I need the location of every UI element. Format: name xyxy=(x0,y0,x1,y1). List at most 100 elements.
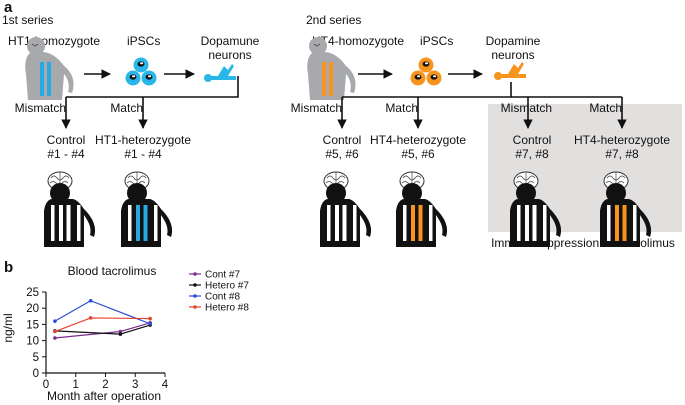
legend-marker xyxy=(193,283,197,287)
stripe xyxy=(403,205,407,241)
connector xyxy=(66,76,239,98)
ipsc-cluster-icon xyxy=(125,57,157,86)
group-ids: #1 - #4 xyxy=(47,147,85,161)
series1-ipsc-label: iPSCs xyxy=(127,34,160,48)
panel-a: a 1st series HT1-homozygote iPSCs Dopamu… xyxy=(2,0,682,250)
series2-neurons-label-1: Dopamine xyxy=(486,34,541,48)
series2-ipsc-label: iPSCs xyxy=(420,34,453,48)
group-name: Control xyxy=(47,133,86,147)
dopamine-neuron-icon xyxy=(494,62,526,80)
graft-stripe xyxy=(143,205,148,241)
group-ids: #7, #8 xyxy=(605,147,639,161)
group-name: Control xyxy=(323,133,362,147)
x-tick-label: 2 xyxy=(102,379,108,391)
group-name: Control xyxy=(513,133,552,147)
legend-label: Hetero #8 xyxy=(205,303,249,314)
legend-marker xyxy=(193,305,197,309)
monkey-icon xyxy=(24,36,75,101)
series2-donor-label: HT4-homozygote xyxy=(312,34,404,48)
x-tick-label: 1 xyxy=(73,379,79,391)
y-tick-label: 10 xyxy=(26,336,39,348)
graft-stripe xyxy=(622,205,627,241)
series1-neurons-label-1: Dopamune xyxy=(201,34,260,48)
stripe xyxy=(77,205,81,241)
series1-title: 1st series xyxy=(2,13,53,27)
graft-stripe xyxy=(525,205,529,241)
panel-a-label: a xyxy=(4,0,13,16)
group-status: Mismatch xyxy=(501,101,552,115)
stripe xyxy=(327,205,331,241)
graft-stripe xyxy=(59,205,63,241)
stripe xyxy=(154,205,158,241)
recipient-monkey xyxy=(121,171,173,247)
group-status: Match xyxy=(110,101,143,115)
graft-stripe xyxy=(342,205,347,241)
monkey-icon xyxy=(306,36,357,101)
data-point xyxy=(53,329,57,334)
group-name: HT1-heterozygote xyxy=(95,133,191,147)
line-chart: 0 1 2 3 4 0 5 10 15 20 25 xyxy=(26,287,169,391)
recipient-monkey xyxy=(510,171,562,247)
group-ids: #5, #6 xyxy=(325,147,359,161)
stripe xyxy=(607,205,611,241)
graft-stripe xyxy=(66,205,71,241)
data-point xyxy=(53,319,57,323)
group-ids: #7, #8 xyxy=(515,147,549,161)
graft-stripe xyxy=(418,205,423,241)
legend-label: Cont #8 xyxy=(205,292,240,303)
y-tick-label: 15 xyxy=(26,319,39,331)
legend-label: Cont #7 xyxy=(205,270,240,281)
x-tick-label: 0 xyxy=(43,379,49,391)
stripe xyxy=(128,205,132,241)
recipient-animals xyxy=(44,171,652,247)
y-tick-label: 20 xyxy=(26,303,39,315)
legend-label: Hetero #7 xyxy=(205,281,249,292)
data-point xyxy=(118,332,123,336)
graft-stripe xyxy=(335,205,339,241)
series1-neurons-label-2: neurons xyxy=(208,48,251,62)
chart-title: Blood tacrolimus xyxy=(68,264,157,278)
group-status: Mismatch xyxy=(15,101,66,115)
group-name: HT4-heterozygote xyxy=(370,133,466,147)
stripe xyxy=(517,205,521,241)
stripe xyxy=(353,205,357,241)
panel-b: b Blood tacrolimus ng/ml Month after ope… xyxy=(1,259,249,403)
data-point xyxy=(88,298,93,303)
y-tick-label: 5 xyxy=(33,352,39,364)
data-point xyxy=(118,329,123,334)
data-point xyxy=(148,316,152,321)
legend-marker xyxy=(193,272,197,276)
group-status: Match xyxy=(385,101,418,115)
data-point xyxy=(148,321,152,326)
stripe xyxy=(429,205,433,241)
x-axis-label: Month after operation xyxy=(47,389,161,403)
group-name: HT4-heterozygote xyxy=(574,133,670,147)
stripe xyxy=(51,205,55,241)
group-ids: #5, #6 xyxy=(401,147,435,161)
dopamine-neuron-icon xyxy=(204,64,236,82)
group-status: Match xyxy=(589,101,622,115)
stripe xyxy=(543,205,547,241)
recipient-monkey xyxy=(320,171,372,247)
group-ids: #1 - #4 xyxy=(124,147,162,161)
x-tick-label: 3 xyxy=(132,379,138,391)
data-point xyxy=(88,316,93,320)
series-line xyxy=(54,300,151,325)
x-tick-label: 4 xyxy=(162,379,169,391)
connector xyxy=(342,82,512,98)
series2-neurons-label-2: neurons xyxy=(491,48,534,62)
graft-stripe xyxy=(532,205,537,241)
graft-stripe xyxy=(411,205,415,241)
series1-donor-label: HT1-homozygote xyxy=(8,34,100,48)
recipient-monkey xyxy=(396,171,448,247)
y-tick-label: 25 xyxy=(26,287,39,299)
data-point xyxy=(53,336,57,340)
series2-title: 2nd series xyxy=(306,13,361,27)
y-tick-label: 0 xyxy=(33,368,39,380)
series-line xyxy=(54,322,151,339)
graft-stripe xyxy=(615,205,619,241)
stripe xyxy=(633,205,637,241)
panel-b-label: b xyxy=(4,259,13,276)
